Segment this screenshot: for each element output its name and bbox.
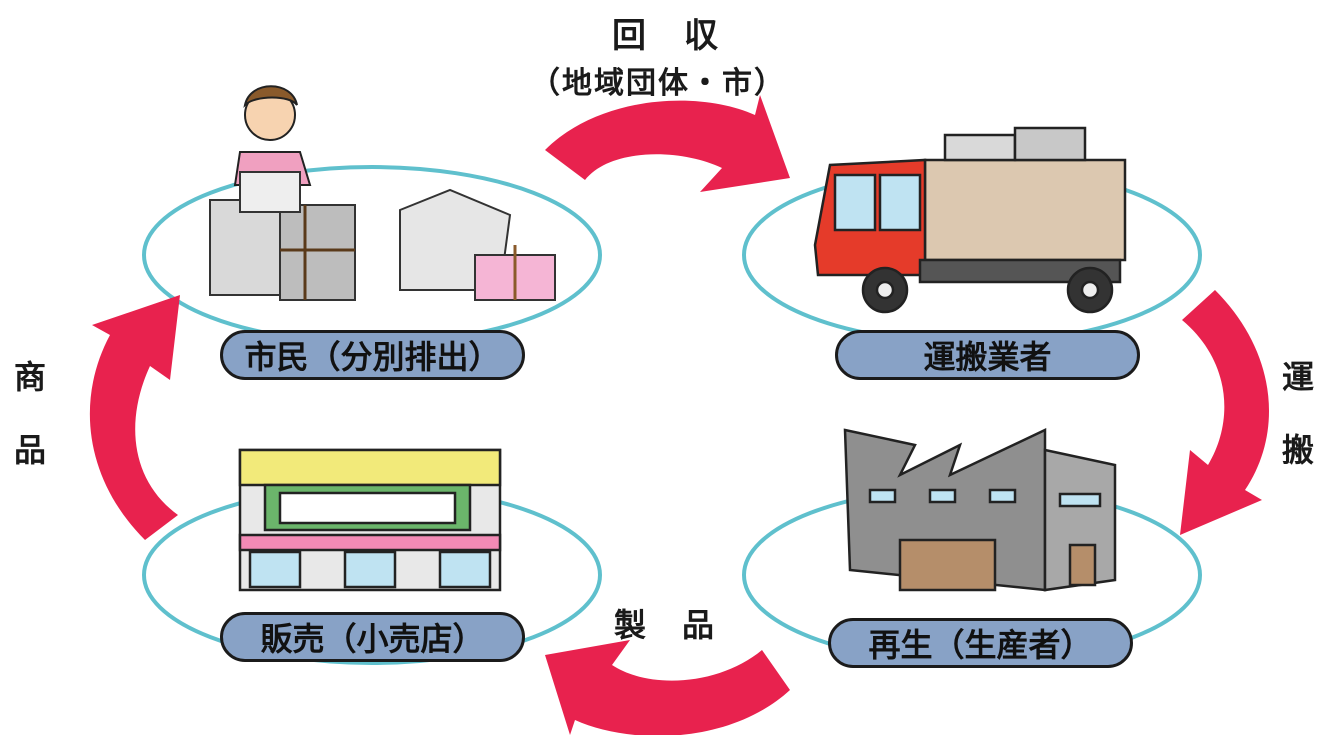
goods-label-char-2: 品 [13, 431, 46, 469]
transport-label-char-2: 搬 [1281, 431, 1314, 469]
transport-label-char-1: 運 [1281, 358, 1314, 396]
truck-icon [813, 126, 1127, 314]
woman-icon [233, 85, 312, 186]
right-arrow [1180, 290, 1269, 535]
left-arrow [89, 295, 180, 540]
retailer-node-label: 販売（小売店） [220, 612, 525, 662]
goods-label-char-1: 商 [13, 358, 46, 396]
collection-label: 回 収 [612, 16, 720, 56]
producer-node-label: 再生（生産者） [828, 618, 1133, 668]
product-label: 製 品 [614, 606, 717, 644]
newspaper-bundle-icon [209, 171, 356, 301]
carrier-node-label: 運搬業者 [835, 330, 1140, 380]
factory-icon [843, 428, 1117, 592]
shop-icon [238, 448, 502, 592]
bottom-arrow [545, 640, 790, 735]
citizen-node-label: 市民（分別排出） [220, 330, 525, 380]
top-arrow [545, 95, 790, 192]
paper-stack-icon [399, 188, 556, 301]
collection-sublabel: （地域団体・市） [530, 66, 786, 101]
